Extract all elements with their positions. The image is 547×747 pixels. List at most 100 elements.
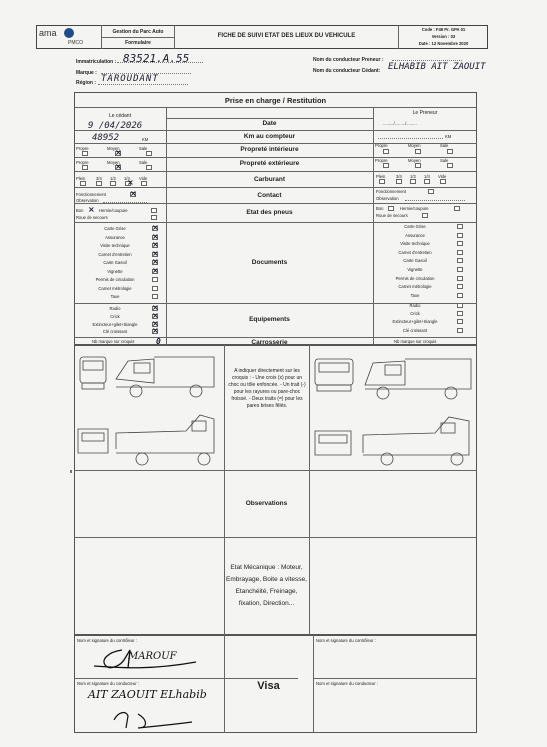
left-docs_list-checkbox[interactable] bbox=[152, 251, 158, 257]
left-docs_list-item: Carte Gasoil bbox=[103, 260, 127, 265]
ctrl-signature bbox=[93, 649, 197, 669]
form-version: Version : 03 bbox=[431, 34, 456, 39]
right-equip_list-checkbox[interactable] bbox=[457, 319, 463, 325]
right-fuel-14: 1/4 bbox=[424, 174, 430, 179]
immat-value[interactable]: 83521.A.55 bbox=[123, 52, 190, 65]
right-pi-propre-checkbox[interactable] bbox=[383, 149, 389, 154]
right-docs_list-checkbox[interactable] bbox=[457, 267, 463, 272]
row-prop-ext: Propreté extérieure bbox=[239, 160, 300, 167]
left-docs_list-checkbox[interactable] bbox=[152, 285, 158, 291]
left-docs_list-checkbox[interactable] bbox=[152, 277, 158, 282]
left-fuel-vide-checkbox[interactable] bbox=[141, 181, 147, 186]
left-km-value[interactable]: 48952 bbox=[92, 133, 120, 143]
vehicle-sketch-left[interactable] bbox=[76, 349, 222, 467]
right-equip_list-checkbox[interactable] bbox=[457, 311, 463, 317]
company-name: Gestion du Parc Auto bbox=[112, 29, 164, 35]
right-docs_list-item: Visite technique bbox=[400, 241, 430, 247]
right-docs_list-item: Carte Gasoil bbox=[403, 258, 427, 264]
right-fuel-vide-checkbox[interactable] bbox=[440, 179, 446, 184]
left-fuel-12-checkbox[interactable] bbox=[110, 181, 116, 186]
left-equip_list-checkbox[interactable] bbox=[152, 313, 158, 319]
row-pneus: Etat des pneus bbox=[246, 209, 293, 216]
right-equip_list-checkbox[interactable] bbox=[457, 303, 463, 308]
right-date-value[interactable]: ........./........./......... bbox=[383, 121, 417, 126]
right-pi-moyen-checkbox[interactable] bbox=[415, 149, 421, 154]
right-fuel-plein-checkbox[interactable] bbox=[379, 179, 385, 184]
left-docs_list-item: Carnet d'entretien bbox=[98, 251, 132, 257]
left-pneu-roue-checkbox[interactable] bbox=[151, 215, 157, 220]
right-pe-moyen: Moyen bbox=[408, 158, 421, 163]
row-docs: Documents bbox=[251, 259, 288, 266]
left-docs_list-x: × bbox=[152, 223, 159, 232]
left-docs_list-item: Carnet métrologie bbox=[98, 285, 132, 291]
left-pi-sale-checkbox[interactable] bbox=[146, 151, 152, 156]
left-pneu-hernie-checkbox[interactable] bbox=[151, 208, 157, 213]
left-pi-propre-checkbox[interactable] bbox=[82, 151, 88, 156]
right-fuel-34: 3/4 bbox=[396, 174, 402, 179]
company-logo: ama PMCO bbox=[38, 27, 98, 47]
region-label: Région : bbox=[76, 80, 96, 86]
vehicle-sketch-right[interactable] bbox=[311, 349, 475, 467]
left-docs_list-checkbox[interactable] bbox=[152, 226, 158, 231]
binder-mark bbox=[70, 470, 72, 473]
left-pe-moyen-checkbox[interactable] bbox=[115, 165, 121, 170]
left-docs_list-x: × bbox=[152, 240, 159, 249]
form-date: Date : 12 Novembre 2020 bbox=[418, 41, 469, 46]
cedant-value[interactable]: ELHABIB AIT ZAOUIT bbox=[388, 62, 486, 72]
left-contact-fonct-checkbox[interactable] bbox=[130, 192, 136, 197]
right-pe-propre-checkbox[interactable] bbox=[383, 163, 389, 168]
left-fuel-14-checkbox[interactable] bbox=[125, 181, 131, 186]
left-docs_list-checkbox[interactable] bbox=[152, 260, 158, 265]
right-pneu-hernie-checkbox[interactable] bbox=[454, 206, 460, 211]
right-docs_list-checkbox[interactable] bbox=[457, 232, 463, 238]
right-contact-fonct-checkbox[interactable] bbox=[428, 189, 434, 194]
left-docs_list-checkbox[interactable] bbox=[152, 294, 158, 299]
right-pneu-bon-checkbox[interactable] bbox=[388, 206, 394, 211]
form-type: Formulaire bbox=[125, 40, 151, 46]
right-pe-sale: Sale bbox=[440, 158, 449, 163]
right-docs_list-checkbox[interactable] bbox=[457, 249, 463, 255]
right-fuel-12-checkbox[interactable] bbox=[410, 179, 416, 184]
right-pe-sale-checkbox[interactable] bbox=[447, 163, 453, 168]
right-docs_list-checkbox[interactable] bbox=[457, 241, 463, 247]
right-pi-sale-checkbox[interactable] bbox=[447, 149, 453, 154]
left-pi-moyen-checkbox[interactable] bbox=[115, 151, 121, 156]
logo-icon bbox=[64, 28, 74, 38]
left-equip_list-x: × bbox=[152, 310, 159, 320]
row-km: Km au compteur bbox=[243, 133, 296, 140]
right-pe-propre: Propre bbox=[375, 158, 388, 163]
left-fuel-plein-checkbox[interactable] bbox=[80, 181, 86, 186]
left-docs_list-item: Taxe bbox=[110, 294, 120, 299]
left-equip_list-checkbox[interactable] bbox=[152, 321, 158, 327]
right-pneu-roue-checkbox[interactable] bbox=[422, 213, 428, 218]
right-fuel-34-checkbox[interactable] bbox=[396, 179, 402, 184]
right-docs_list-checkbox[interactable] bbox=[457, 258, 463, 264]
left-docs_list-checkbox[interactable] bbox=[152, 268, 158, 274]
right-docs_list-item: Carnet d'entretien bbox=[398, 249, 432, 255]
right-docs_list-checkbox[interactable] bbox=[457, 224, 463, 229]
left-fuel-34-checkbox[interactable] bbox=[96, 181, 102, 186]
left-docs_list-checkbox[interactable] bbox=[152, 243, 158, 248]
left-date-value[interactable]: 9 /04/2026 bbox=[88, 121, 143, 131]
right-pneu-hernie: Hernie/coupure bbox=[400, 206, 429, 211]
sig-ctrl-left-label: Nom et signature du contrôleur : bbox=[77, 638, 137, 643]
visa-label: Visa bbox=[257, 680, 280, 692]
right-fuel-14-checkbox[interactable] bbox=[424, 179, 430, 184]
left-equip_list-checkbox[interactable] bbox=[152, 306, 158, 311]
left-equip_list-checkbox[interactable] bbox=[152, 329, 158, 335]
immat-label: Immatriculation : bbox=[76, 59, 117, 65]
right-pe-moyen-checkbox[interactable] bbox=[415, 163, 421, 168]
left-nb-value[interactable]: 0 bbox=[156, 337, 161, 346]
left-docs-list: Carte Grise×Assurance×Visite technique×C… bbox=[76, 224, 166, 302]
region-value[interactable]: TAROUDANT bbox=[101, 74, 159, 84]
right-docs_list-checkbox[interactable] bbox=[457, 292, 463, 298]
left-docs_list-checkbox[interactable] bbox=[152, 234, 158, 240]
left-pi-moyen: Moyen bbox=[107, 146, 120, 151]
right-equip_list-checkbox[interactable] bbox=[457, 327, 463, 333]
right-docs_list-checkbox[interactable] bbox=[457, 275, 463, 281]
right-docs_list-checkbox[interactable] bbox=[457, 284, 463, 290]
left-pe-sale-checkbox[interactable] bbox=[146, 165, 152, 170]
left-pe-propre-checkbox[interactable] bbox=[82, 165, 88, 170]
